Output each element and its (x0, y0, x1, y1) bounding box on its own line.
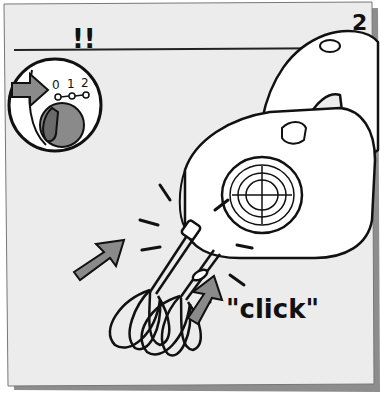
speed-mark: 2 (81, 77, 89, 89)
body-front (180, 170, 185, 228)
push-arrow (188, 276, 222, 324)
push-arrow (74, 240, 124, 280)
vent (230, 165, 294, 225)
dial-lever (43, 108, 58, 141)
speed-dial (40, 103, 84, 147)
sound-label: "click" (226, 296, 319, 322)
handle-button (320, 40, 340, 52)
warning-mark: !! (72, 26, 96, 52)
click-lines (140, 185, 252, 302)
indicator-arrow (12, 74, 48, 106)
beater (110, 219, 201, 349)
speed-mark: 1 (67, 78, 75, 90)
step-number: 2 (352, 12, 367, 34)
inset-circle (9, 59, 101, 151)
mixer-body (185, 108, 375, 258)
speed-scale (55, 92, 89, 100)
inset-edge (90, 76, 96, 85)
vent-grille (232, 166, 292, 224)
vent (222, 157, 302, 233)
speed-switch (282, 122, 306, 144)
speed-mark: 0 (52, 79, 60, 91)
